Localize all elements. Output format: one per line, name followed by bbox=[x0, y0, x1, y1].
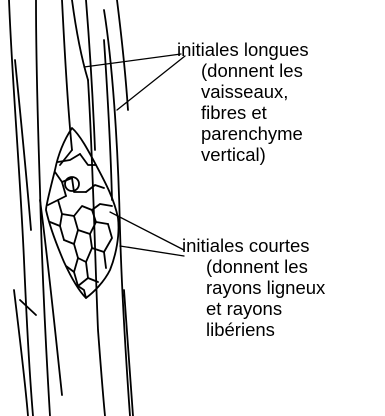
cell-wall bbox=[60, 150, 72, 165]
cell-wall bbox=[20, 300, 36, 315]
label-short-initials: initiales courtes (donnent les rayons li… bbox=[182, 235, 325, 340]
label-long-detail-line: parenchyme bbox=[177, 123, 309, 144]
label-long-detail-line: vertical) bbox=[177, 144, 309, 165]
cell-wall bbox=[88, 80, 105, 416]
label-long-detail-line: (donnent les bbox=[177, 60, 309, 81]
cell-wall bbox=[36, 0, 50, 416]
ray-cell-group bbox=[46, 128, 119, 298]
label-long-initials: initiales longues (donnent les vaisseaux… bbox=[177, 39, 309, 165]
label-short-detail-line: et rayons bbox=[182, 298, 325, 319]
label-long-detail-line: vaisseaux, bbox=[177, 81, 309, 102]
leader-long-1 bbox=[84, 54, 181, 67]
leader-long-2 bbox=[117, 56, 185, 110]
label-short-detail-line: rayons ligneux bbox=[182, 277, 325, 298]
leader-lines bbox=[84, 54, 185, 256]
cell-wall bbox=[62, 0, 72, 150]
label-short-title: initiales courtes bbox=[182, 235, 325, 256]
cell-wall bbox=[72, 0, 88, 80]
label-long-title: initiales longues bbox=[177, 39, 309, 60]
label-short-detail-line: libériens bbox=[182, 319, 325, 340]
label-short-detail-line: (donnent les bbox=[182, 256, 325, 277]
cell-wall bbox=[117, 0, 128, 110]
ray-outline bbox=[46, 128, 119, 298]
label-long-detail-line: fibres et bbox=[177, 102, 309, 123]
leader-short-2 bbox=[120, 246, 184, 256]
